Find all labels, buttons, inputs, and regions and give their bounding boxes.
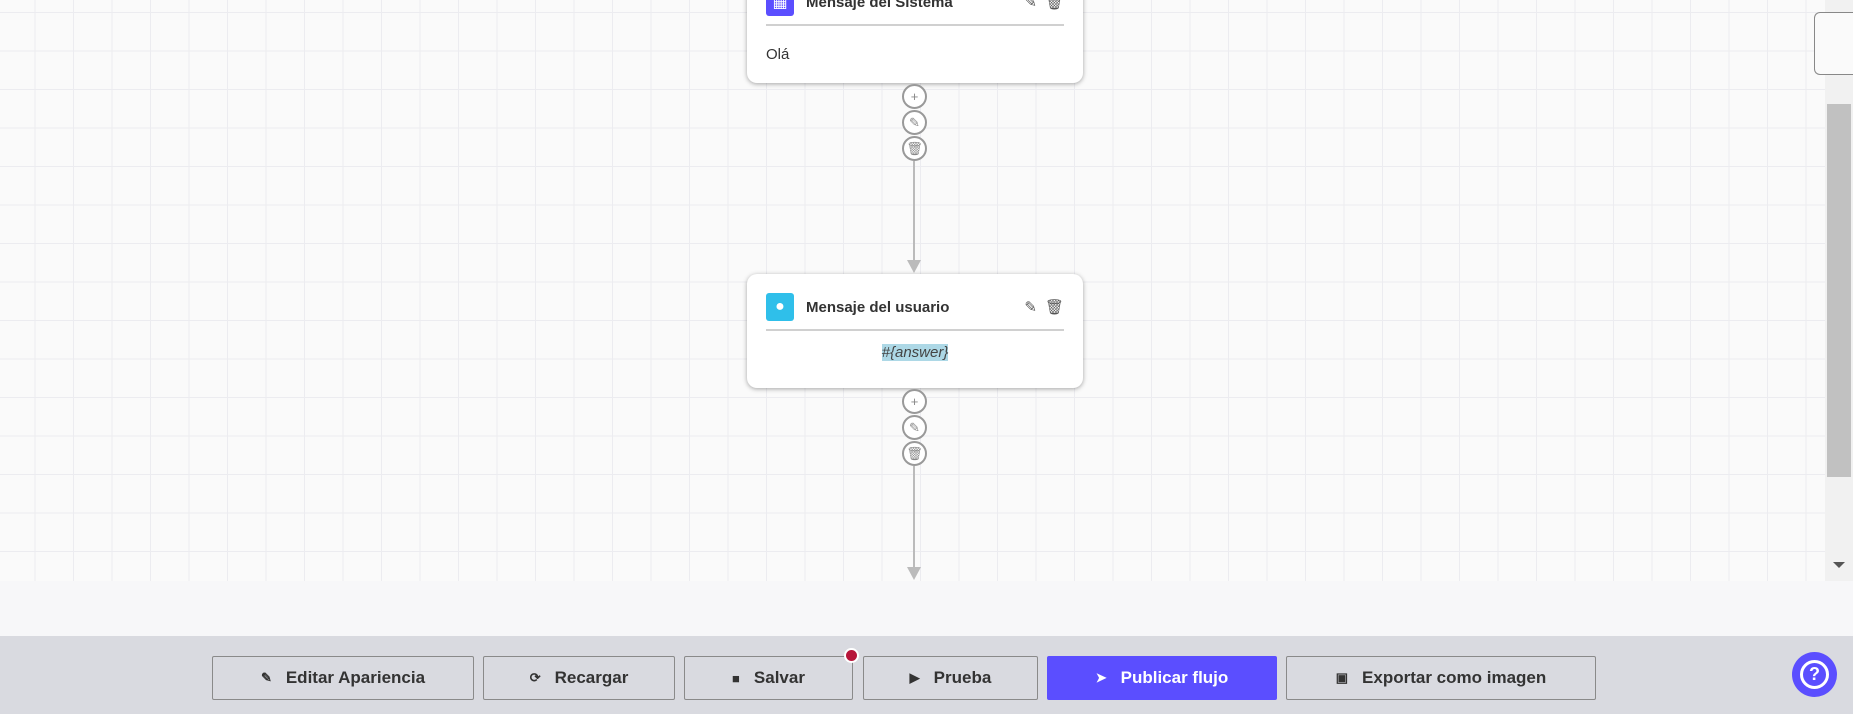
robot-icon: ▦	[766, 0, 794, 16]
add-node-button[interactable]: +	[902, 389, 927, 414]
question-icon: ?	[1800, 660, 1829, 689]
connector-line	[913, 466, 915, 569]
trash-icon[interactable]: 🗑	[1044, 299, 1064, 316]
floppy-icon: ■	[732, 670, 740, 686]
node-user-message[interactable]: ● Mensaje del usuario ✎ 🗑 #{answer}	[747, 274, 1083, 388]
node-content: Olá	[766, 46, 790, 63]
edit-appearance-button[interactable]: ✎Editar Apariencia	[212, 656, 474, 700]
reload-button[interactable]: ⟳Recargar	[483, 656, 675, 700]
refresh-icon: ⟳	[529, 670, 541, 685]
node-title: Mensaje del usuario	[806, 298, 950, 316]
save-button[interactable]: ■Salvar	[684, 656, 853, 700]
edit-connection-button[interactable]: ✎	[902, 110, 927, 135]
export-image-button[interactable]: ▣Exportar como imagen	[1286, 656, 1596, 700]
edit-icon[interactable]: ✎	[1024, 299, 1037, 316]
bottom-toolbar: ✎Editar Apariencia ⟳Recargar ■Salvar ▶Pr…	[0, 636, 1853, 714]
test-button[interactable]: ▶Prueba	[863, 656, 1038, 700]
edit-icon[interactable]: ✎	[1024, 0, 1037, 11]
scrollbar-thumb[interactable]	[1827, 104, 1851, 477]
play-icon: ▶	[909, 670, 920, 685]
edit-icon: ✎	[260, 670, 272, 685]
scroll-down-icon[interactable]	[1833, 562, 1845, 568]
node-system-message[interactable]: ▦ Mensaje del Sistema ✎ 🗑 Olá	[747, 0, 1083, 83]
connector-arrow	[907, 260, 921, 273]
unsaved-changes-indicator	[844, 648, 859, 663]
connector-line	[913, 161, 915, 261]
delete-connection-button[interactable]: 🗑	[902, 136, 927, 161]
minimap-panel[interactable]	[1814, 12, 1853, 75]
node-content: #{answer}	[881, 344, 949, 361]
edit-connection-button[interactable]: ✎	[902, 415, 927, 440]
help-button[interactable]: ?	[1792, 652, 1837, 697]
connector-arrow	[907, 567, 921, 580]
node-title: Mensaje del Sistema	[806, 0, 953, 11]
add-node-button[interactable]: +	[902, 84, 927, 109]
user-icon: ●	[766, 293, 794, 321]
image-icon: ▣	[1335, 670, 1349, 685]
rocket-icon: ➤	[1095, 670, 1107, 685]
trash-icon[interactable]: 🗑	[1044, 0, 1064, 11]
delete-connection-button[interactable]: 🗑	[902, 441, 927, 466]
publish-flow-button[interactable]: ➤Publicar flujo	[1047, 656, 1277, 700]
